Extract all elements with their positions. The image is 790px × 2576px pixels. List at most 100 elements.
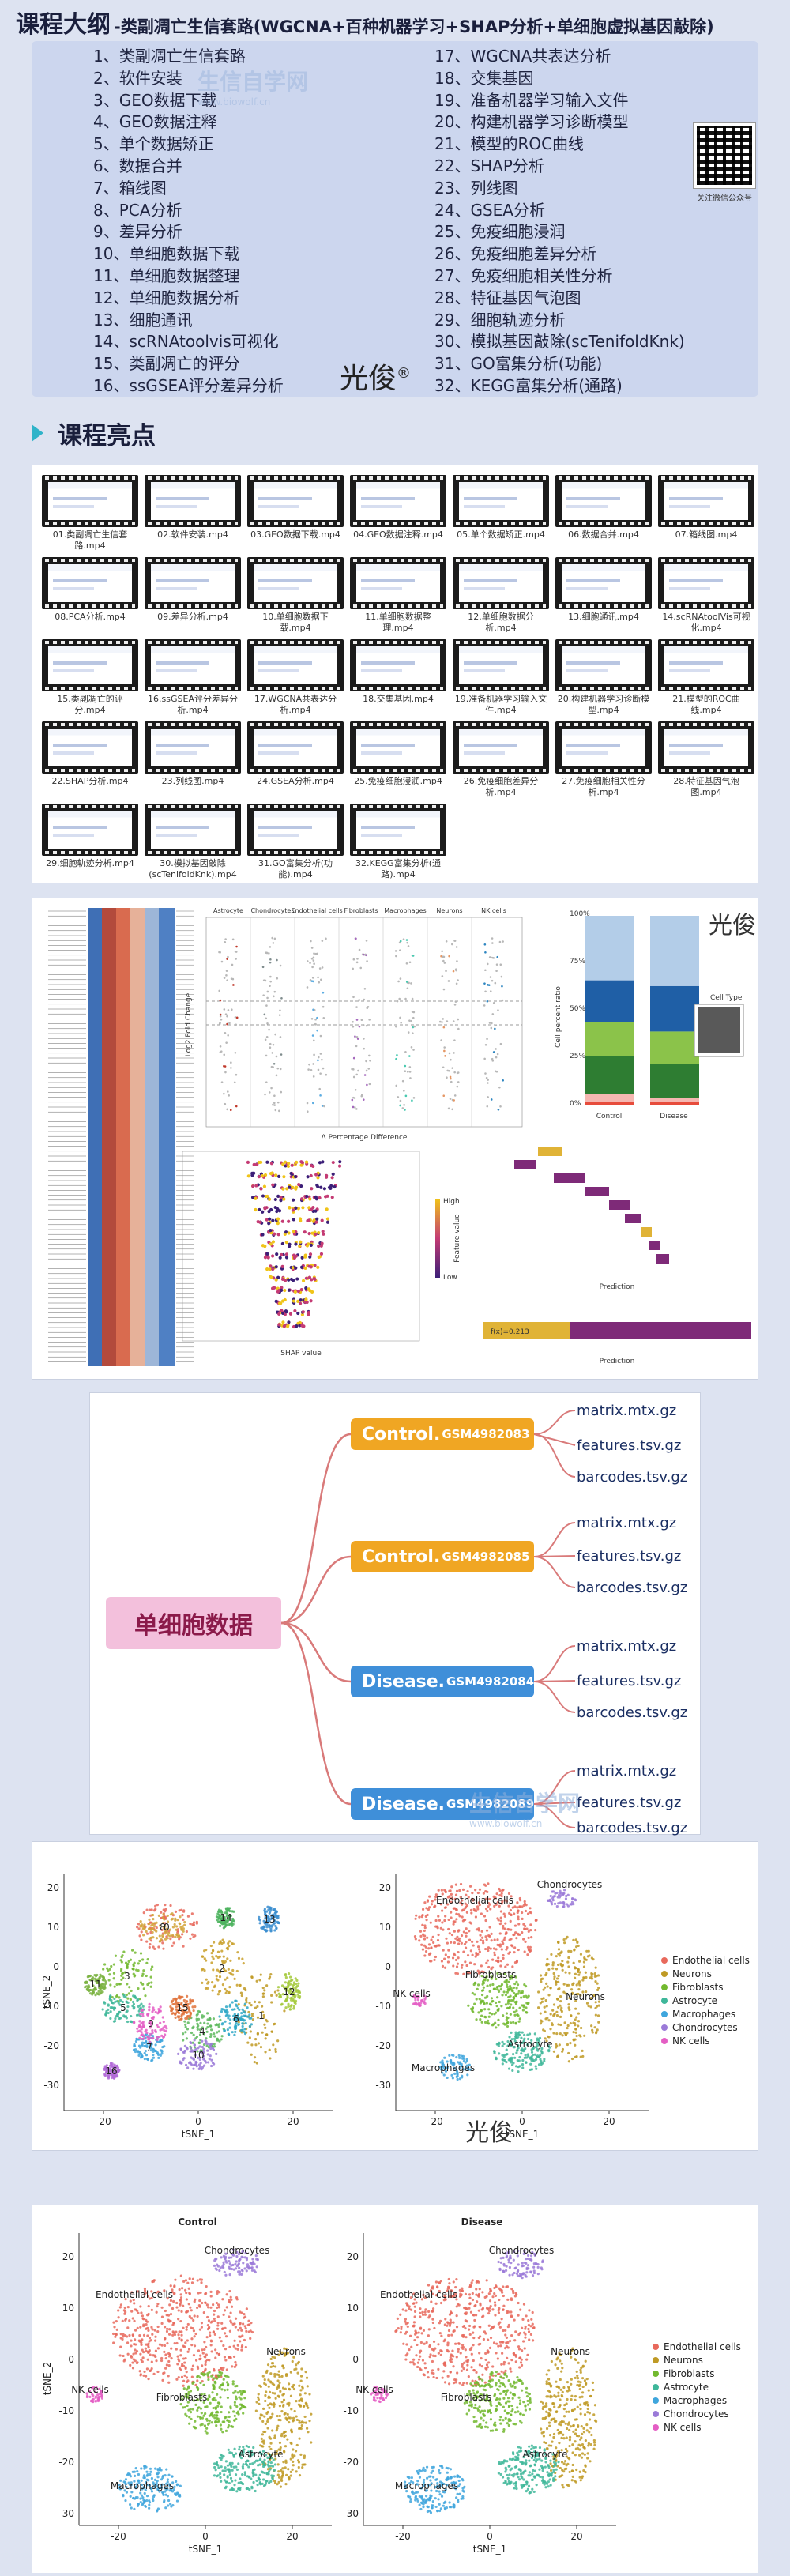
- volcano-point: [352, 968, 354, 970]
- volcano-point: [453, 970, 455, 973]
- video-thumbnail[interactable]: 09.差异分析.mp4: [145, 557, 241, 623]
- stack-segment: [650, 1098, 699, 1102]
- volcano-point: [353, 958, 356, 961]
- video-thumbnail[interactable]: 27.免疫细胞相关性分析.mp4: [555, 721, 652, 798]
- video-thumbnail[interactable]: 32.KEGG富集分析(通路).mp4: [350, 804, 446, 880]
- volcano-point: [412, 1017, 415, 1019]
- shap-point: [283, 1289, 286, 1292]
- video-thumbnail[interactable]: 22.SHAP分析.mp4: [42, 721, 138, 787]
- volcano-point: [230, 1109, 232, 1111]
- shap-point: [281, 1265, 284, 1268]
- video-thumbnail[interactable]: 25.免疫细胞浸润.mp4: [350, 721, 446, 787]
- video-thumbnail[interactable]: 16.ssGSEA评分差异分析.mp4: [145, 639, 241, 716]
- video-thumbnail[interactable]: 23.列线图.mp4: [145, 721, 241, 787]
- video-thumbnail[interactable]: 01.类副凋亡生信套路.mp4: [42, 475, 138, 552]
- shap-point: [287, 1279, 290, 1282]
- video-thumbnail[interactable]: 04.GEO数据注释.mp4: [350, 475, 446, 540]
- video-thumbnail[interactable]: 19.准备机器学习输入文件.mp4: [453, 639, 549, 716]
- shap-point: [288, 1206, 291, 1209]
- shap-point: [292, 1199, 295, 1202]
- shap-point: [275, 1252, 278, 1256]
- thumbnail-preview: [48, 811, 132, 849]
- volcano-point: [317, 1060, 319, 1062]
- volcano-point: [451, 943, 453, 946]
- y-tick: 10: [47, 1922, 59, 1933]
- preview-line: [669, 497, 723, 500]
- tsne-ylabel: tSNE_2: [41, 1975, 52, 2009]
- video-thumbnail[interactable]: 21.模型的ROC曲线.mp4: [658, 639, 754, 716]
- y-tick: -20: [375, 2040, 391, 2051]
- video-thumbnail[interactable]: 15.类副凋亡的评分.mp4: [42, 639, 138, 716]
- y-tick: -30: [43, 2080, 59, 2091]
- shap-point: [282, 1197, 285, 1200]
- shap-point: [281, 1312, 284, 1315]
- volcano-point: [491, 1022, 493, 1025]
- volcano-point: [269, 962, 272, 964]
- video-thumbnail[interactable]: 12.单细胞数据分析.mp4: [453, 557, 549, 634]
- volcano-point: [444, 962, 446, 964]
- volcano-point: [221, 1081, 224, 1083]
- shap-point: [280, 1289, 283, 1292]
- preview-line: [566, 505, 608, 508]
- volcano-point: [369, 1060, 371, 1062]
- video-thumbnail[interactable]: 20.构建机器学习诊断模型.mp4: [555, 639, 652, 716]
- video-thumbnail[interactable]: 08.PCA分析.mp4: [42, 557, 138, 623]
- volcano-point: [313, 962, 315, 965]
- video-caption: 30.模拟基因敲除(scTenifoldKnk).mp4: [145, 858, 241, 880]
- volcano-point: [308, 1064, 310, 1066]
- video-thumbnail[interactable]: 05.单个数据矫正.mp4: [453, 475, 549, 540]
- video-thumbnail[interactable]: 24.GSEA分析.mp4: [247, 721, 344, 787]
- tsne-xlabel: tSNE_1: [182, 2129, 216, 2140]
- shap-point: [286, 1324, 289, 1328]
- volcano-point: [224, 977, 226, 979]
- video-thumbnail[interactable]: 07.箱线图.mp4: [658, 475, 754, 540]
- shap-point: [317, 1231, 320, 1234]
- volcano-point: [502, 1000, 504, 1002]
- shap-point: [328, 1186, 331, 1189]
- video-thumbnail[interactable]: 28.特征基因气泡图.mp4: [658, 721, 754, 798]
- video-thumbnail[interactable]: 03.GEO数据下载.mp4: [247, 475, 344, 540]
- legend-swatch: [653, 2397, 659, 2404]
- shap-point: [267, 1256, 270, 1259]
- video-thumbnail[interactable]: 06.数据合并.mp4: [555, 475, 652, 540]
- film-icon: [42, 721, 138, 774]
- video-thumbnail[interactable]: 31.GO富集分析(功能).mp4: [247, 804, 344, 880]
- shap-point: [284, 1309, 288, 1312]
- preview-line: [258, 826, 312, 829]
- video-thumbnail[interactable]: 10.单细胞数据下载.mp4: [247, 557, 344, 634]
- preview-line: [361, 744, 415, 747]
- brand-logo: 光俊®: [340, 356, 411, 397]
- watermark-url-2: www.biowolf.cn: [469, 1818, 580, 1829]
- volcano-point: [457, 1072, 459, 1075]
- volcano-point: [268, 952, 270, 955]
- video-thumbnail[interactable]: 02.软件安装.mp4: [145, 475, 241, 540]
- legend-swatch: [661, 1971, 668, 1977]
- video-thumbnail[interactable]: 26.免疫细胞差异分析.mp4: [453, 721, 549, 798]
- volcano-point: [439, 1021, 442, 1023]
- thumbnail-preview: [151, 811, 235, 849]
- volcano-point: [485, 1044, 487, 1046]
- volcano-point: [486, 1038, 488, 1040]
- shap-point: [278, 1209, 281, 1212]
- legend-label: Astrocyte: [664, 2382, 709, 2393]
- video-thumbnail[interactable]: 14.scRNAtoolVis可视化.mp4: [658, 557, 754, 634]
- video-thumbnail[interactable]: 30.模拟基因敲除(scTenifoldKnk).mp4: [145, 804, 241, 880]
- shap-point: [300, 1288, 303, 1291]
- shap-point: [316, 1176, 319, 1179]
- shap-point: [325, 1174, 328, 1177]
- shap-point: [273, 1286, 276, 1290]
- celltype-label: Macrophages: [111, 2480, 174, 2491]
- volcano-point: [264, 1094, 266, 1096]
- shap-point: [303, 1230, 307, 1233]
- film-icon: [658, 475, 754, 527]
- celltype-label: NK cells: [71, 2384, 109, 2395]
- volcano-point: [280, 1091, 282, 1094]
- celltype-label: Chondrocytes: [537, 1879, 603, 1890]
- video-thumbnail[interactable]: 18.交集基因.mp4: [350, 639, 446, 705]
- video-thumbnail[interactable]: 11.单细胞数据整理.mp4: [350, 557, 446, 634]
- video-thumbnail[interactable]: 29.细胞轨迹分析.mp4: [42, 804, 138, 869]
- video-thumbnail[interactable]: 17.WGCNA共表达分析.mp4: [247, 639, 344, 716]
- volcano-point: [231, 964, 234, 966]
- x-tick: 0: [202, 2531, 209, 2542]
- video-thumbnail[interactable]: 13.细胞通讯.mp4: [555, 557, 652, 623]
